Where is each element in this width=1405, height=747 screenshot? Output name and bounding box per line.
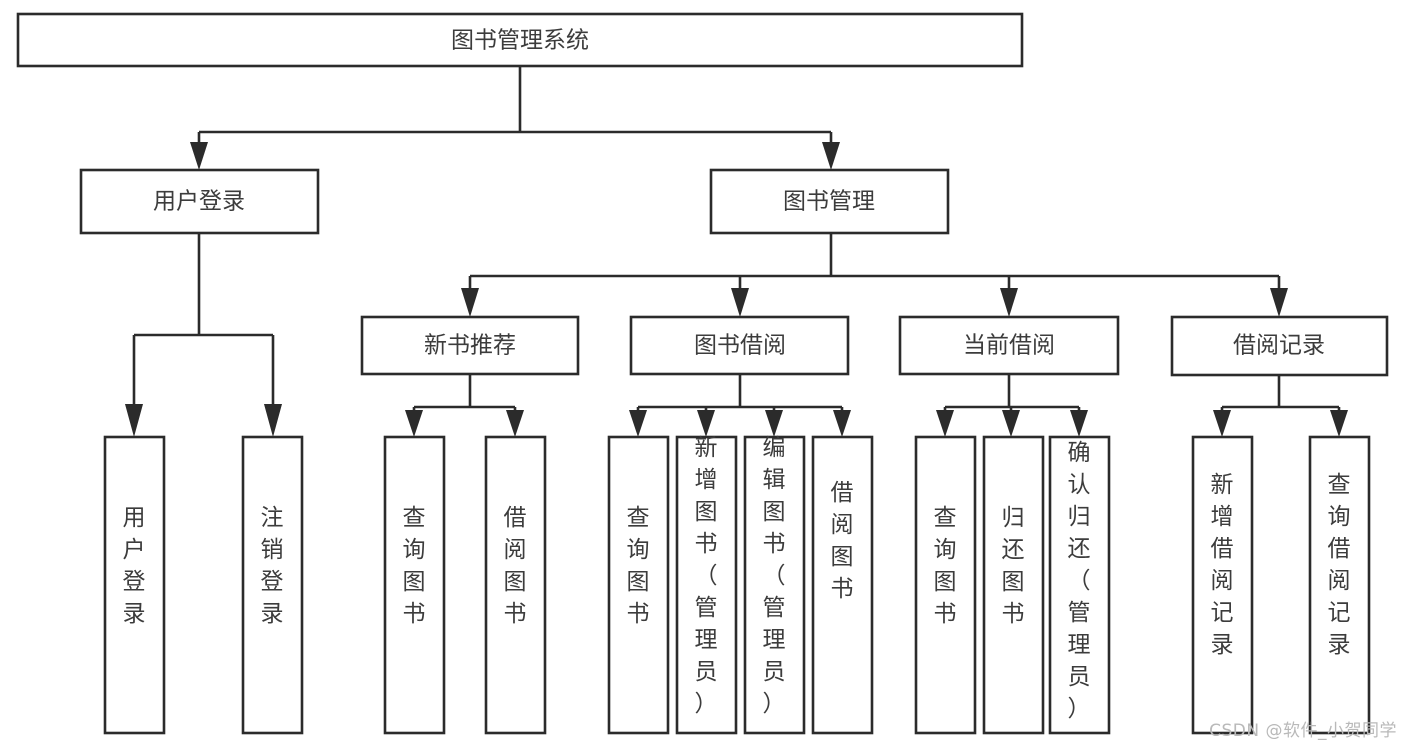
node-new-book-recommend-label: 新书推荐 xyxy=(424,333,516,359)
csdn-watermark: CSDN @软件_小贺同学 xyxy=(1209,721,1397,741)
arrow-head-borrow-record-leaf-1 xyxy=(1330,410,1348,437)
connector-group-book-borrow xyxy=(629,374,851,437)
node-new-book-recommend[interactable]: 新书推荐 xyxy=(360,315,580,376)
leaf-new-book-0-label: 查询图书 xyxy=(403,505,426,627)
node-borrow-record-box[interactable] xyxy=(1170,315,1389,377)
leaf-current-borrow-1-label: 归还图书 xyxy=(1002,505,1025,627)
arrow-head-user-login-leaf-1 xyxy=(264,404,282,437)
connector-group-root xyxy=(190,66,840,170)
node-new-book-recommend-box[interactable] xyxy=(360,315,580,376)
arrow-head-borrow-record xyxy=(1270,288,1288,317)
leaf-user-login-1-box[interactable] xyxy=(241,435,304,735)
arrow-head-current-borrow-leaf-2 xyxy=(1070,410,1088,437)
arrow-head-current-borrow-leaf-1 xyxy=(1002,410,1020,437)
node-book-borrow-label: 图书借阅 xyxy=(694,333,786,359)
leaf-book-borrow-0-box[interactable] xyxy=(607,435,670,735)
connector-group-user-login xyxy=(125,233,282,437)
leaf-current-borrow-2-box[interactable] xyxy=(1048,435,1111,735)
leaf-node[interactable]: 新增借阅记录 xyxy=(1191,435,1254,735)
leaf-new-book-1-box[interactable] xyxy=(484,435,547,735)
leaf-node[interactable]: 归还图书 xyxy=(982,435,1045,735)
leaf-book-borrow-1-box[interactable] xyxy=(675,435,738,735)
leaf-book-borrow-0-label: 查询图书 xyxy=(627,505,650,627)
node-root-label: 图书管理系统 xyxy=(451,28,589,54)
leaf-borrow-record-0-box[interactable] xyxy=(1191,435,1254,735)
leaf-book-borrow-2-box[interactable] xyxy=(743,435,806,735)
node-user-login-box[interactable] xyxy=(79,168,320,235)
arrow-head-book-manage xyxy=(822,142,840,170)
node-root-box[interactable] xyxy=(16,12,1024,68)
leaf-borrow-record-1-box[interactable] xyxy=(1308,435,1371,735)
arrow-head-new-book-leaf-1 xyxy=(506,410,524,437)
leaf-user-login-0-label: 用户登录 xyxy=(123,505,146,627)
leaf-current-borrow-2-label: 确认归还（管理员） xyxy=(1068,440,1091,722)
node-book-manage[interactable]: 图书管理 xyxy=(709,168,950,235)
leaf-current-borrow-1-box[interactable] xyxy=(982,435,1045,735)
leaf-book-borrow-3-box[interactable] xyxy=(811,435,874,735)
leaf-new-book-1-label: 借阅图书 xyxy=(504,505,527,627)
leaf-node[interactable]: 借阅图书 xyxy=(811,435,874,735)
node-book-borrow-box[interactable] xyxy=(629,315,850,376)
arrow-head-new-book-recommend xyxy=(461,288,479,317)
leaf-node[interactable]: 确认归还（管理员） xyxy=(1048,435,1111,735)
node-current-borrow[interactable]: 当前借阅 xyxy=(898,315,1120,376)
leaf-node[interactable]: 新增图书（管理员） xyxy=(675,435,738,735)
leaf-user-login-1-label: 注销登录 xyxy=(261,505,284,627)
arrow-head-new-book-leaf-0 xyxy=(405,410,423,437)
arrow-head-book-borrow-leaf-3 xyxy=(833,410,851,437)
connector-group-book-manage xyxy=(461,233,1288,317)
leaf-current-borrow-0-label: 查询图书 xyxy=(934,505,957,627)
node-current-borrow-box[interactable] xyxy=(898,315,1120,376)
node-borrow-record-label: 借阅记录 xyxy=(1233,333,1325,359)
node-current-borrow-label: 当前借阅 xyxy=(963,333,1055,359)
connector-group-current-borrow xyxy=(936,374,1088,437)
leaf-user-login-0-box[interactable] xyxy=(103,435,166,735)
node-book-borrow[interactable]: 图书借阅 xyxy=(629,315,850,376)
node-root[interactable]: 图书管理系统 xyxy=(16,12,1024,68)
leaf-node[interactable]: 查询图书 xyxy=(607,435,670,735)
leaf-node[interactable]: 用户登录 xyxy=(103,435,166,735)
leaf-node[interactable]: 注销登录 xyxy=(241,435,304,735)
arrow-head-user-login-leaf-0 xyxy=(125,404,143,437)
leaf-book-borrow-3-label: 借阅图书 xyxy=(831,480,854,602)
leaf-node[interactable]: 借阅图书 xyxy=(484,435,547,735)
arrow-head-book-borrow-leaf-2 xyxy=(765,410,783,437)
arrow-head-current-borrow-leaf-0 xyxy=(936,410,954,437)
leaf-book-borrow-2-label: 编辑图书（管理员） xyxy=(763,435,786,717)
arrow-head-borrow-record-leaf-0 xyxy=(1213,410,1231,437)
node-borrow-record[interactable]: 借阅记录 xyxy=(1170,315,1389,377)
arrow-head-book-borrow-leaf-1 xyxy=(697,410,715,437)
connector-group-borrow-record xyxy=(1213,375,1348,437)
leaf-borrow-record-1-label: 查询借阅记录 xyxy=(1328,472,1351,658)
arrow-head-book-borrow-leaf-0 xyxy=(629,410,647,437)
leaf-borrow-record-0-label: 新增借阅记录 xyxy=(1211,472,1234,658)
arrow-head-user-login xyxy=(190,142,208,170)
leaf-current-borrow-0-box[interactable] xyxy=(914,435,977,735)
leaf-node[interactable]: 查询图书 xyxy=(383,435,446,735)
connector-group-new-book-recommend xyxy=(405,374,524,437)
leaf-node[interactable]: 查询借阅记录 xyxy=(1308,435,1371,735)
node-book-manage-label: 图书管理 xyxy=(783,189,875,215)
leaf-new-book-0-box[interactable] xyxy=(383,435,446,735)
node-book-manage-box[interactable] xyxy=(709,168,950,235)
leaf-node[interactable]: 查询图书 xyxy=(914,435,977,735)
arrow-head-book-borrow xyxy=(731,288,749,317)
leaf-node[interactable]: 编辑图书（管理员） xyxy=(743,435,806,735)
node-user-login[interactable]: 用户登录 xyxy=(79,168,320,235)
leaf-book-borrow-1-label: 新增图书（管理员） xyxy=(695,435,718,717)
arrow-head-current-borrow xyxy=(1000,288,1018,317)
node-user-login-label: 用户登录 xyxy=(153,189,245,215)
